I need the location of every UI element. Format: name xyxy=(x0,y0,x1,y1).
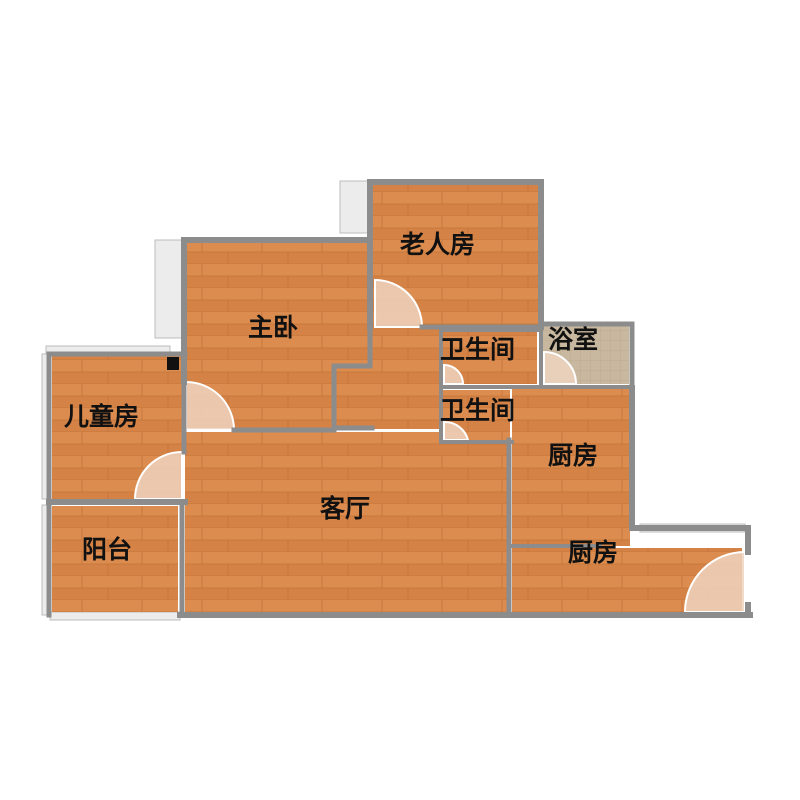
label-kids-room: 儿童房 xyxy=(64,402,140,431)
label-bathroom-2: 卫生间 xyxy=(440,396,516,425)
label-balcony: 阳台 xyxy=(82,535,133,564)
floor-corridor xyxy=(336,327,441,429)
label-kitchen-2: 厨房 xyxy=(568,538,619,567)
floor-living-room xyxy=(185,432,507,614)
label-old-room: 老人房 xyxy=(400,230,476,259)
column xyxy=(167,357,179,370)
door-bathroom-1 xyxy=(443,363,465,385)
window-balcony-bottom xyxy=(49,611,181,621)
label-bathroom-1: 卫生间 xyxy=(440,335,516,364)
window-master-bedroom xyxy=(154,239,186,339)
walls xyxy=(46,179,753,618)
floor-kitchen-1 xyxy=(512,388,630,546)
label-master-bedroom: 主卧 xyxy=(248,313,299,342)
door-old-room xyxy=(374,278,424,328)
label-kitchen-1: 厨房 xyxy=(548,441,599,470)
door-master-bedroom xyxy=(185,380,236,431)
door-kitchen xyxy=(683,550,746,613)
floor-balcony xyxy=(52,506,178,612)
label-shower-room: 浴室 xyxy=(548,325,599,354)
window-old-room xyxy=(339,180,371,234)
door-shower-room xyxy=(543,350,578,385)
doors xyxy=(133,278,746,613)
door-kids-room xyxy=(133,450,183,500)
label-living-room: 客厅 xyxy=(320,494,371,523)
